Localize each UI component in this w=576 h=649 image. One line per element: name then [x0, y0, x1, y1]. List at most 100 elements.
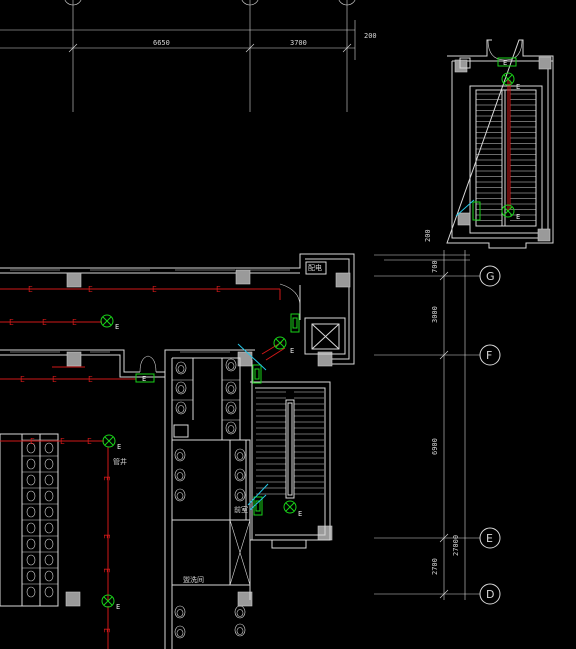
svg-text:D: D [486, 588, 494, 601]
svg-text:E: E [152, 285, 157, 294]
toilet-fixture [234, 488, 246, 502]
toilet-block [164, 350, 251, 649]
toilet-fixture-bowl [236, 609, 244, 617]
cubicle-fixtures [22, 439, 58, 598]
toilet-fixture-bowl [236, 472, 244, 480]
toilet-fixture-bowl [227, 425, 235, 433]
top-dimension-lines [0, 0, 356, 112]
emergency-light-4 [283, 500, 297, 514]
emergency-fixture-2 [247, 483, 269, 506]
cubicle-fixture [44, 586, 54, 598]
svg-text:E: E [503, 59, 507, 67]
toilet-fixture [225, 358, 237, 372]
stair-detail [446, 39, 554, 249]
dimension-top-2: 3700 [290, 39, 307, 47]
svg-text:E: E [28, 285, 33, 294]
emergency-fixture-3 [249, 494, 267, 511]
svg-text:E: E [20, 375, 25, 384]
svg-text:E: E [142, 375, 146, 383]
cubicle-fixture [26, 474, 36, 486]
emergency-light-1 [100, 314, 114, 328]
svg-text:E: E [116, 603, 120, 611]
toilet-fixture [175, 401, 187, 415]
cubicle-fixture [44, 538, 54, 550]
svg-text:E: E [30, 437, 35, 446]
toilet-fixture [174, 605, 186, 619]
svg-text:E: E [298, 510, 302, 518]
cubicle-fixture [26, 522, 36, 534]
toilet-fixture-bowl [236, 492, 244, 500]
corridor-walls [0, 253, 355, 378]
circuit-labels: E E E E E E E E E E E E E E E E E [9, 285, 221, 633]
columns [65, 269, 351, 607]
exit-sign-2: E [135, 373, 155, 383]
toilet-fixture [234, 623, 246, 637]
cubicle-fixture [26, 506, 36, 518]
cubicle-fixture [26, 442, 36, 454]
toilet-fixture-bowl [227, 385, 235, 393]
cubicle-fixture [44, 554, 54, 566]
cubicle-fixture [44, 474, 54, 486]
cubicle-fixture [44, 490, 54, 502]
exit-sign-detail: E [472, 57, 517, 221]
svg-text:E: E [60, 437, 65, 446]
toilet-fixture [175, 361, 187, 375]
svg-text:E: E [102, 568, 111, 573]
toilet-fixture [174, 625, 186, 639]
room-label-c: 盥洗间 [183, 575, 204, 584]
axis-bubble-g: G [479, 265, 501, 287]
right-dimension-lines [374, 250, 480, 600]
axis-bubble-e: E [479, 527, 501, 549]
toilet-fixture-bowl [177, 405, 185, 413]
toilet-fixture-bowl [227, 405, 235, 413]
dimension-right-3: 3000 [431, 306, 439, 323]
toilet-fixture-bowl [236, 452, 244, 460]
emergency-fixture-detail [455, 199, 475, 217]
dimension-top-1: 6650 [153, 39, 170, 47]
svg-text:E: E [102, 476, 111, 481]
toilet-fixture [175, 381, 187, 395]
dimension-right-6: 27000 [452, 535, 460, 556]
cubicle-fixture [26, 586, 36, 598]
cubicle-fixture [26, 570, 36, 582]
svg-text:E: E [290, 347, 294, 355]
toilet-fixture-bowl [177, 365, 185, 373]
svg-text:E: E [87, 437, 92, 446]
cubicle-fixture [44, 570, 54, 582]
dimension-right-1: 200 [424, 229, 432, 242]
toilet-fixture-bowl [176, 609, 184, 617]
cubicle-fixture [44, 506, 54, 518]
toilet-fixture-bowl [227, 362, 235, 370]
lighting-circuit-upper [0, 288, 286, 649]
svg-text:E: E [115, 323, 119, 331]
svg-text:E: E [516, 213, 520, 221]
toilet-fixture-bowl [176, 452, 184, 460]
svg-text:E: E [117, 443, 121, 451]
emergency-light-2 [273, 336, 287, 350]
toilet-fixture [234, 605, 246, 619]
cubicle-fixture [26, 554, 36, 566]
dimension-right-5: 2700 [431, 558, 439, 575]
toilet-fixture-bowl [176, 629, 184, 637]
cubicle-fixture [26, 538, 36, 550]
emergency-fixture-1 [237, 343, 267, 371]
toilet-fixture [234, 448, 246, 462]
emergency-light-3 [102, 434, 116, 448]
main-stair-treads [256, 391, 324, 495]
cubicle-fixture [44, 458, 54, 470]
toilet-fixture-bowl [177, 385, 185, 393]
dimension-right-4: 6900 [431, 438, 439, 455]
svg-text:E: E [102, 628, 111, 633]
stair-detail-treads [476, 93, 536, 221]
svg-text:E: E [9, 318, 14, 327]
axis-bubble-f: F [479, 344, 501, 366]
svg-text:E: E [216, 285, 221, 294]
svg-text:E: E [42, 318, 47, 327]
svg-text:G: G [486, 270, 495, 283]
svg-text:E: E [102, 534, 111, 539]
room-label-b: 前室 [234, 505, 248, 514]
toilet-fixture [174, 488, 186, 502]
svg-text:E: E [486, 532, 493, 545]
main-stair [250, 360, 331, 549]
